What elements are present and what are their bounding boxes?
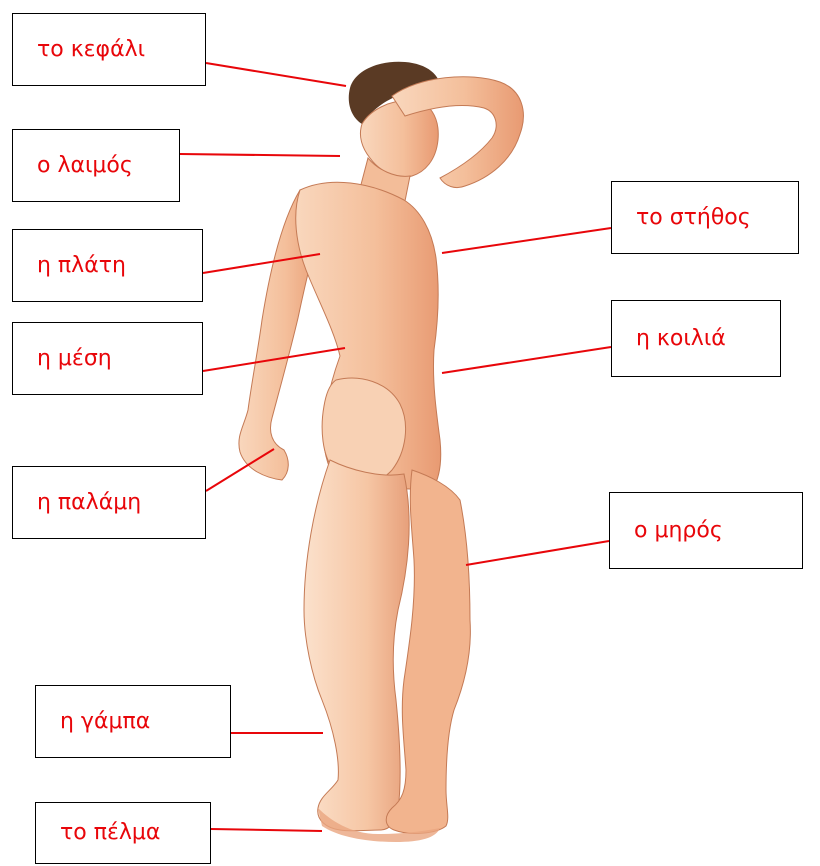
label-neck-text: ο λαιμός <box>37 155 133 177</box>
label-back-text: η πλάτη <box>37 255 126 277</box>
label-chest: το στήθος <box>611 181 799 254</box>
label-chest-text: το στήθος <box>636 207 751 229</box>
label-back: η πλάτη <box>12 229 203 302</box>
leader-line-thigh <box>466 541 609 565</box>
leader-line-head <box>206 63 346 86</box>
label-palm: η παλάμη <box>12 466 206 539</box>
leader-line-sole <box>211 829 322 831</box>
label-sole: το πέλμα <box>35 802 211 864</box>
back-leg-shape <box>304 460 409 831</box>
label-thigh: ο μηρός <box>609 492 803 569</box>
label-back-of-knee-text: η γάμπα <box>60 711 150 733</box>
label-waist: η μέση <box>12 322 203 395</box>
leader-line-chest <box>442 228 611 253</box>
label-belly-text: η κοιλιά <box>636 328 726 350</box>
label-sole-text: το πέλμα <box>60 822 160 844</box>
label-belly: η κοιλιά <box>611 300 781 377</box>
leader-line-belly <box>442 347 611 373</box>
label-back-of-knee: η γάμπα <box>35 685 231 758</box>
label-thigh-text: ο μηρός <box>634 520 723 542</box>
label-neck: ο λαιμός <box>12 129 180 202</box>
label-head: το κεφάλι <box>12 13 206 86</box>
label-waist-text: η μέση <box>37 348 112 370</box>
label-palm-text: η παλάμη <box>37 492 141 514</box>
leader-line-neck <box>180 154 340 156</box>
label-head-text: το κεφάλι <box>37 39 145 61</box>
